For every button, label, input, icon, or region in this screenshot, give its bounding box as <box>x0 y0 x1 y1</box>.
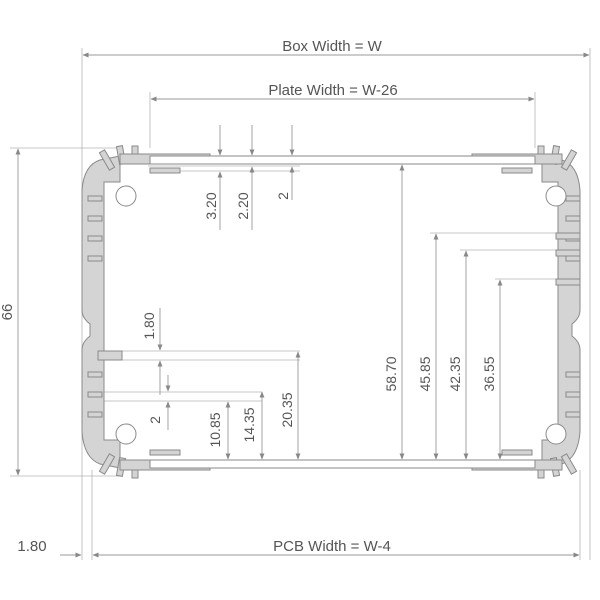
top-plate <box>149 155 536 165</box>
dimension-lines <box>15 52 590 558</box>
box-width-label: Box Width = W <box>282 38 382 55</box>
dim-58-70-label: 58.70 <box>383 356 399 391</box>
extrusion-profile <box>81 145 581 479</box>
dim-14-35-label: 14.35 <box>241 407 257 442</box>
dim-20-35-label: 20.35 <box>279 392 295 427</box>
dim-45-85-label: 45.85 <box>417 356 433 391</box>
wall-thickness-label: 1.80 <box>17 538 46 555</box>
pcb-width-label: PCB Width = W-4 <box>273 538 391 555</box>
dim-2-20-label: 2.20 <box>235 192 251 219</box>
dim-3-20-label: 3.20 <box>203 192 219 219</box>
screw-hole-top-left <box>115 185 137 207</box>
dim-2-top-label: 2 <box>275 192 291 200</box>
dim-1-80-left-label: 1.80 <box>141 312 157 339</box>
dim-2-left-label: 2 <box>147 416 163 424</box>
screw-hole-bottom-right <box>545 423 567 445</box>
screw-hole-top-right <box>545 185 567 207</box>
screw-hole-bottom-left <box>115 423 137 445</box>
dim-36-55-label: 36.55 <box>481 356 497 391</box>
bottom-plate <box>149 459 536 469</box>
height-label: 66 <box>0 304 16 321</box>
dim-10-85-label: 10.85 <box>207 412 223 447</box>
dim-42-35-label: 42.35 <box>447 356 463 391</box>
plate-width-label: Plate Width = W-26 <box>268 82 397 99</box>
